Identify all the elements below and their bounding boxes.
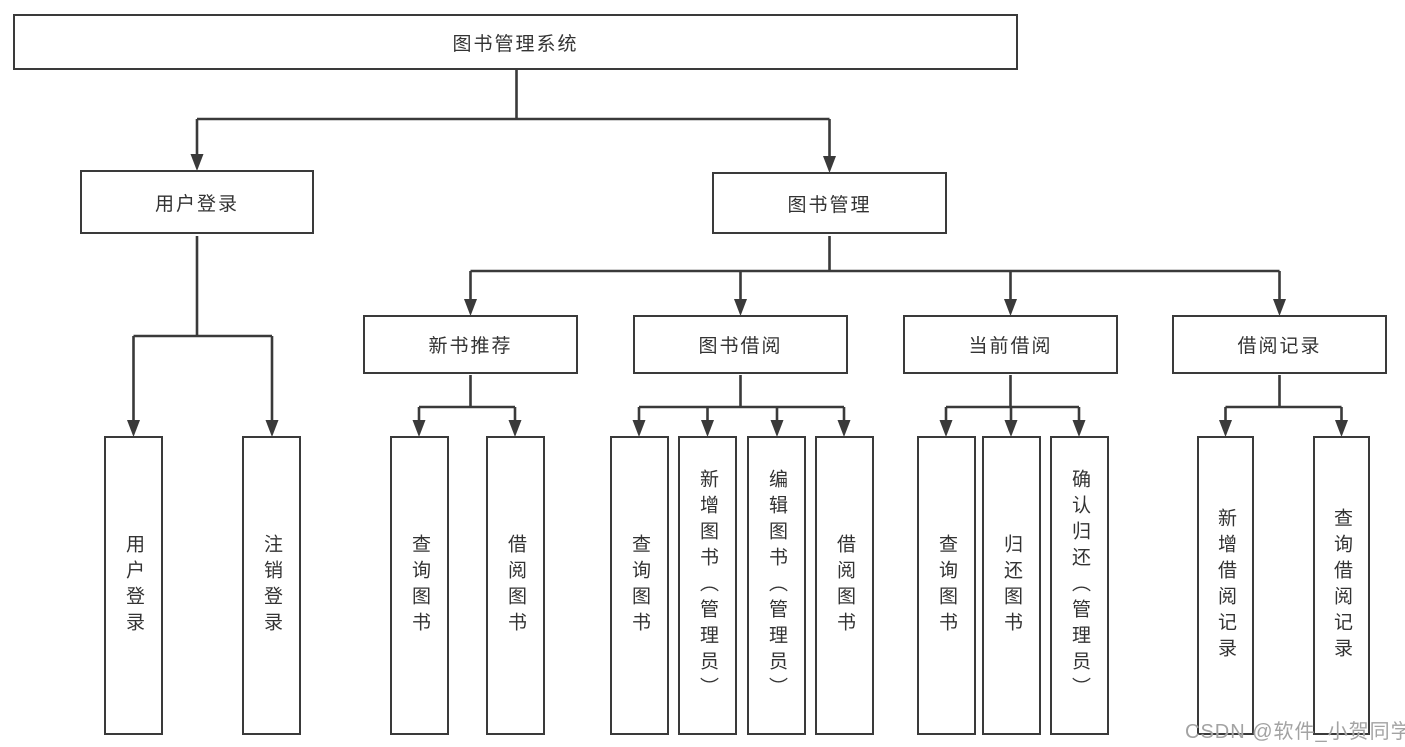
node-user-login: 用户登录 — [80, 170, 314, 234]
leaf-label: 编辑图书（管理员） — [766, 468, 787, 703]
leaf-label: 借阅图书 — [505, 533, 526, 638]
leaf-add-books-admin: 新增图书（管理员） — [678, 436, 737, 735]
leaf-label: 确认归还（管理员） — [1069, 468, 1090, 703]
leaf-label: 查询图书 — [629, 533, 650, 638]
leaf-label: 新增图书（管理员） — [697, 468, 718, 703]
node-label: 用户登录 — [154, 193, 239, 215]
node-label: 图书管理 — [787, 194, 872, 216]
leaf-label: 注销登录 — [261, 533, 282, 638]
node-label: 图书借阅 — [698, 336, 783, 357]
leaf-add-borrow-record: 新增借阅记录 — [1197, 436, 1254, 735]
leaf-borrow-books-1: 借阅图书 — [486, 436, 545, 735]
leaf-query-books-1: 查询图书 — [390, 436, 449, 735]
leaf-label: 查询借阅记录 — [1331, 507, 1352, 664]
leaf-return-books: 归还图书 — [982, 436, 1041, 735]
node-borrowing-records: 借阅记录 — [1172, 315, 1387, 374]
leaf-confirm-return-admin: 确认归还（管理员） — [1050, 436, 1109, 735]
node-current-borrowing: 当前借阅 — [903, 315, 1118, 374]
leaf-label: 查询图书 — [409, 533, 430, 638]
node-label: 借阅记录 — [1237, 336, 1322, 357]
leaf-label: 新增借阅记录 — [1215, 507, 1236, 664]
leaf-borrow-books-2: 借阅图书 — [815, 436, 874, 735]
node-library-management-system: 图书管理系统 — [13, 14, 1018, 70]
csdn-watermark: CSDN @软件_小贺同学 — [1185, 721, 1405, 743]
node-label: 当前借阅 — [968, 336, 1053, 357]
leaf-logout: 注销登录 — [242, 436, 301, 735]
node-new-book-recommendation: 新书推荐 — [363, 315, 578, 374]
leaf-label: 借阅图书 — [834, 533, 855, 638]
node-label: 图书管理系统 — [452, 33, 579, 55]
leaf-label: 归还图书 — [1001, 533, 1022, 638]
leaf-label: 查询图书 — [936, 533, 957, 638]
node-book-borrowing: 图书借阅 — [633, 315, 848, 374]
leaf-label: 用户登录 — [123, 533, 144, 638]
node-label: 新书推荐 — [428, 336, 513, 357]
leaf-query-books-3: 查询图书 — [917, 436, 976, 735]
leaf-query-books-2: 查询图书 — [610, 436, 669, 735]
leaf-query-borrow-record: 查询借阅记录 — [1313, 436, 1370, 735]
node-book-management: 图书管理 — [712, 172, 947, 234]
leaf-user-login: 用户登录 — [104, 436, 163, 735]
leaf-edit-books-admin: 编辑图书（管理员） — [747, 436, 806, 735]
